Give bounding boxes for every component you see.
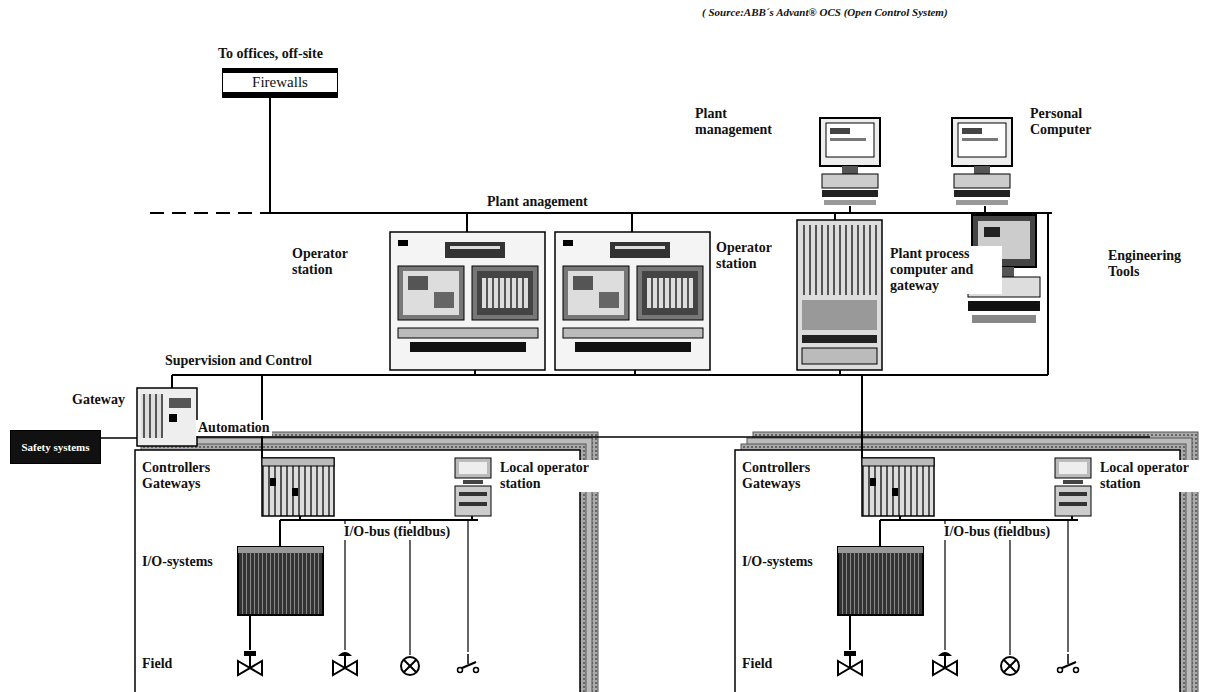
node-label: I/O-systems [742,554,826,570]
node-label: Personal Computer [1030,106,1110,138]
offsite-label: To offices, off-site [216,46,325,62]
node-label: Operator station [716,240,794,272]
local-operator-station: Local operator station [1055,458,1091,516]
engineering-workstation: Engineering Tools [968,215,1040,323]
personal-computer: Personal Computer [952,118,1012,206]
connector-line [101,437,137,439]
fieldbus-label: I/O-bus (fieldbus) [942,524,1052,540]
node-label: Gateway [72,392,134,408]
fieldbus-label: I/O-bus (fieldbus) [342,524,452,540]
node-label: I/O-systems [142,554,226,570]
bus-label: Automation [196,420,272,436]
source-note: ( Source:ABB´s Advant® OCS (Open Control… [700,6,950,19]
node-label: Plant management [695,106,805,138]
io-system-rack: I/O-systems [838,547,923,615]
operator-station: Operator station [390,232,545,370]
controller-rack: Controllers Gateways [862,458,934,516]
safety-systems-box: Safety systems [10,430,101,464]
bus-label: Plant anagement [485,194,590,210]
node-label: Operator station [292,246,382,278]
connector [101,438,137,439]
gateway-box: Gateway [137,388,197,446]
bus-label: Supervision and Control [163,353,314,369]
plant-management-computer: Plant management [820,118,880,206]
node-label: Local operator station [1100,460,1204,492]
controller-rack: Controllers Gateways [262,458,334,516]
field-label: Field [740,656,774,672]
local-operator-station: Local operator station [455,458,491,516]
node-label: Controllers Gateways [142,460,240,492]
operator-station: Operator station [555,232,710,370]
node-label: Plant process computer and gateway [890,246,1002,294]
io-system-rack: I/O-systems [238,547,323,615]
node-label: Local operator station [500,460,618,492]
process-computer: Plant process computer and gateway [797,220,882,370]
node-label: Engineering Tools [1108,248,1202,280]
firewall-box: Firewalls [222,68,338,98]
node-label: Firewalls [223,74,337,91]
node-label: Safety systems [11,441,100,454]
field-label: Field [140,656,174,672]
node-label: Controllers Gateways [742,460,840,492]
